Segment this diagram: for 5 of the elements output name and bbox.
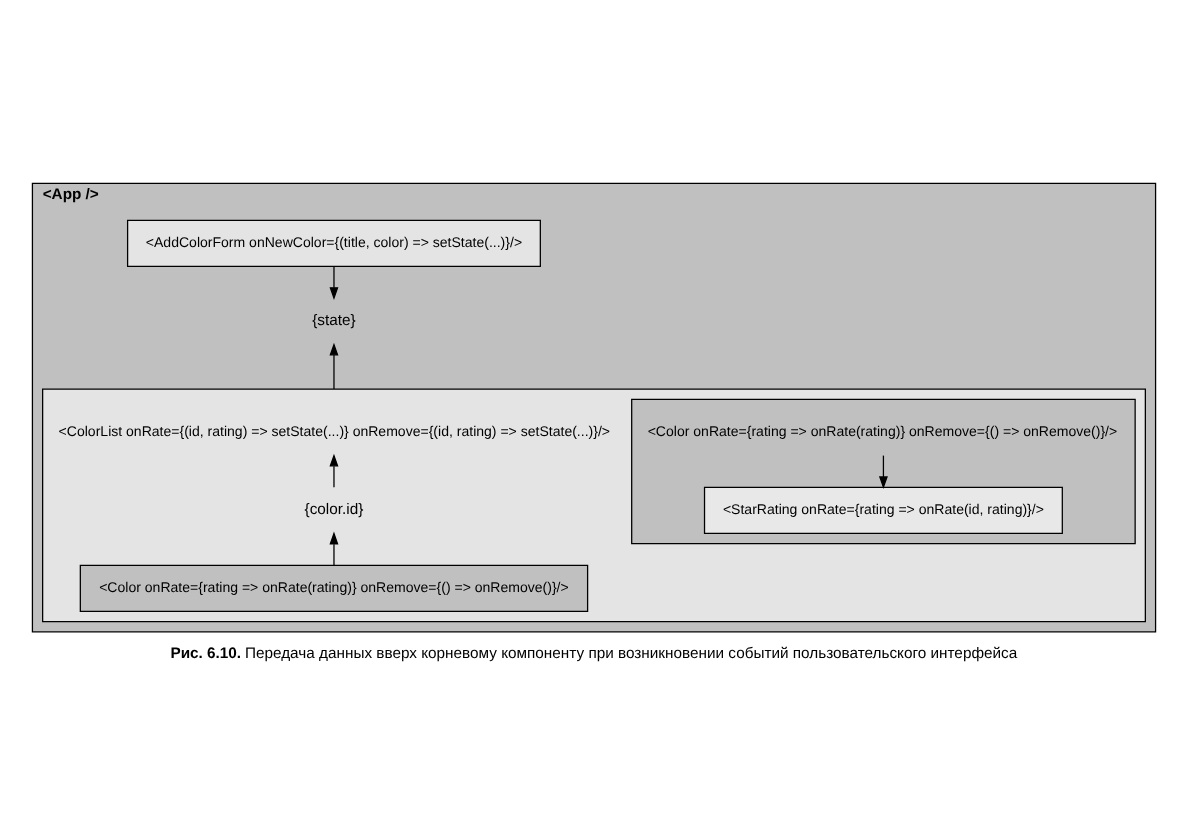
arrow — [329, 530, 339, 565]
arrow — [878, 453, 888, 489]
arrow — [329, 341, 339, 389]
arrow — [329, 264, 339, 299]
arrow — [329, 452, 339, 487]
